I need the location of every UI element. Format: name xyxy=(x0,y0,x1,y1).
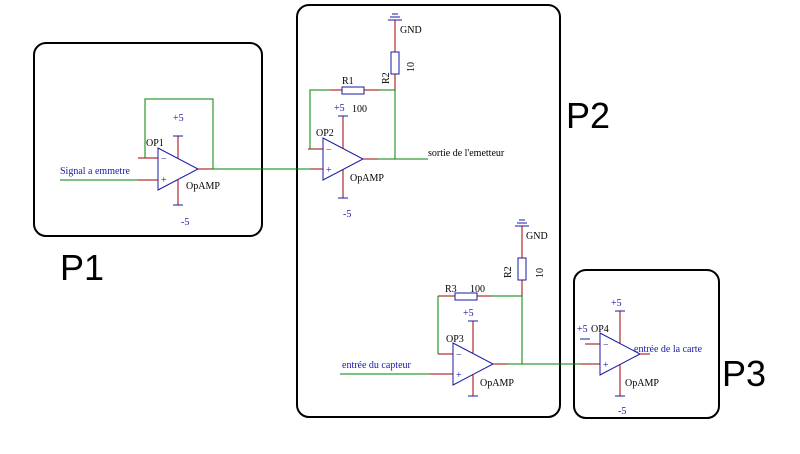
r2-top-value: 10 xyxy=(406,62,417,72)
ground-top-icon xyxy=(388,13,402,40)
op1-type: OpAMP xyxy=(186,181,220,192)
op3-name: OP3 xyxy=(446,334,464,345)
opamp-op3: − + xyxy=(430,320,508,397)
signal-in-label: Signal a emmetre xyxy=(60,166,131,177)
block-p2-frame xyxy=(296,4,561,418)
r3-value: 100 xyxy=(470,284,485,295)
ground-bottom-icon xyxy=(515,219,529,245)
svg-text:−: − xyxy=(603,340,609,351)
opamp-op2: − + xyxy=(308,115,378,199)
block-p3-frame xyxy=(573,269,720,419)
op1-feedback-wire xyxy=(144,98,214,169)
board-in-label: entrée de la carte xyxy=(634,344,703,355)
svg-text:+: + xyxy=(456,370,462,381)
svg-text:+: + xyxy=(161,175,167,186)
op1-vpos: +5 xyxy=(173,113,184,124)
resistor-r2-top xyxy=(390,40,400,90)
op4-vneg: -5 xyxy=(618,406,626,417)
r2-bottom-value: 10 xyxy=(535,268,546,278)
op2-type: OpAMP xyxy=(350,173,384,184)
svg-text:−: − xyxy=(326,145,332,156)
svg-text:−: − xyxy=(161,154,167,165)
r2-top-name: R2 xyxy=(381,72,392,84)
op1-name: OP1 xyxy=(146,138,164,149)
op4-name: OP4 xyxy=(591,324,609,335)
op1-vneg: -5 xyxy=(181,217,189,228)
r3-name: R3 xyxy=(445,284,457,295)
op4-vpos: +5 xyxy=(611,298,622,309)
block-p2-label: P2 xyxy=(566,95,610,136)
svg-text:+: + xyxy=(326,165,332,176)
sensor-in-label: entrée du capteur xyxy=(342,360,412,371)
resistor-r3 xyxy=(438,292,492,301)
op2-name: OP2 xyxy=(316,128,334,139)
opamp-op1: − + xyxy=(138,135,212,206)
op2-vneg: -5 xyxy=(343,209,351,220)
op3-type: OpAMP xyxy=(480,378,514,389)
svg-text:−: − xyxy=(456,350,462,361)
resistor-r2-bottom xyxy=(517,245,527,296)
ground-bottom-label: GND xyxy=(526,231,548,242)
op2-vpos: +5 xyxy=(334,103,345,114)
emitter-out-label: sortie de l'emetteur xyxy=(428,148,505,159)
r2-bottom-name: R2 xyxy=(503,266,514,278)
r1-value: 100 xyxy=(352,104,367,115)
block-p1-frame xyxy=(33,42,263,237)
op2-feedback-wire xyxy=(309,89,330,149)
resistor-r1 xyxy=(330,86,380,95)
block-p1-label: P1 xyxy=(60,247,104,288)
op4-type: OpAMP xyxy=(625,378,659,389)
ground-top-label: GND xyxy=(400,25,422,36)
op4-vpos-in: +5 xyxy=(577,324,588,335)
op3-vpos: +5 xyxy=(463,308,474,319)
svg-text:+: + xyxy=(603,360,609,371)
opamp-op4: − + xyxy=(580,310,650,397)
block-p3-label: P3 xyxy=(722,353,766,394)
r1-name: R1 xyxy=(342,76,354,87)
